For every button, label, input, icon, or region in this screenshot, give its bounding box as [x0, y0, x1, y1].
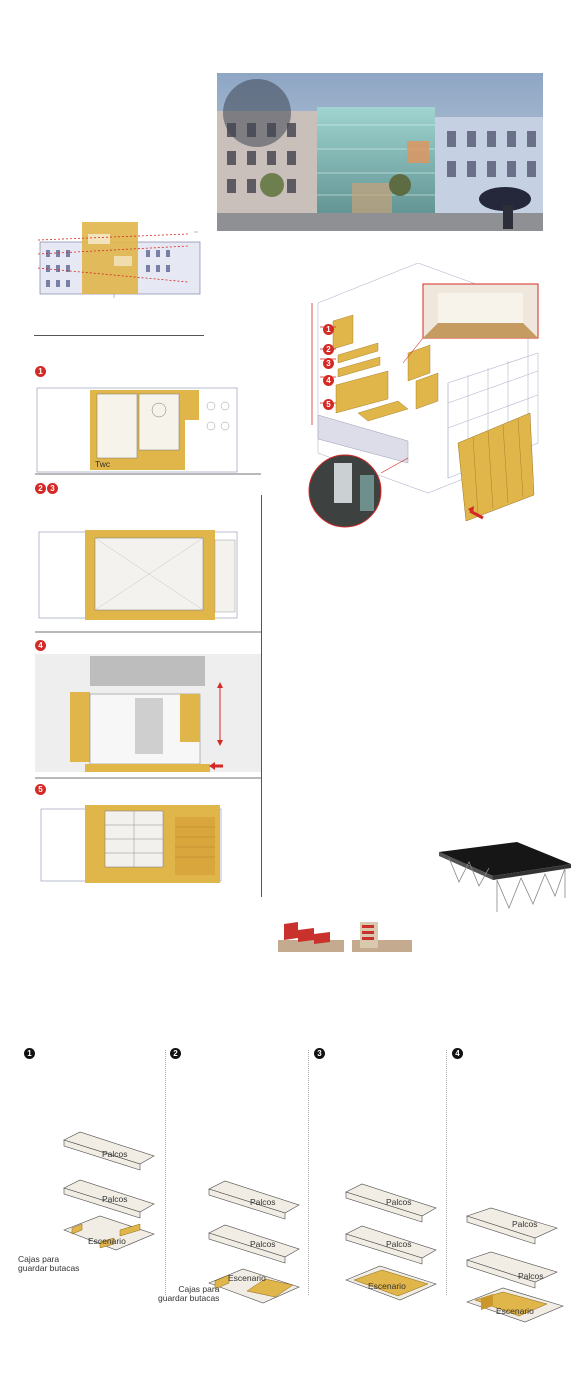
stage-platform-render — [435, 838, 575, 916]
plan-4-marker: 4 — [35, 640, 46, 651]
axonometric-section-drawing — [298, 263, 548, 528]
step-1-stage-label: Escenario — [88, 1236, 126, 1246]
seating-modules-render — [278, 916, 413, 954]
floor-plan-5 — [35, 797, 261, 887]
step-3-palcos-top-label: Palcos — [386, 1197, 412, 1207]
step-2-marker: 2 — [170, 1048, 181, 1059]
step-3-stage-label: Escenario — [368, 1281, 406, 1291]
section-marker-1: 1 — [323, 324, 334, 335]
svg-text:Palcos: Palcos — [386, 1197, 412, 1207]
svg-text:Escenario: Escenario — [228, 1273, 266, 1283]
step-1-palcos-top-label: Palcos — [102, 1149, 128, 1159]
step-1-marker: 1 — [24, 1048, 35, 1059]
svg-text:Escenario: Escenario — [368, 1281, 406, 1291]
step-1-diagram — [60, 1130, 166, 1260]
svg-text:Palcos: Palcos — [102, 1149, 128, 1159]
step-2-palcos-top-label: Palcos — [250, 1197, 276, 1207]
step-divider — [308, 1050, 309, 1295]
section-marker-4: 4 — [323, 375, 334, 386]
floor-plan-1: Twc — [35, 376, 261, 476]
step-divider — [446, 1050, 447, 1295]
svg-text:Escenario: Escenario — [88, 1236, 126, 1246]
divider-line — [34, 335, 204, 336]
vertical-separator — [261, 495, 262, 897]
svg-text:Palcos: Palcos — [512, 1219, 538, 1229]
section-marker-3: 3 — [323, 358, 334, 369]
step-4-diagram — [463, 1198, 573, 1328]
facade-elevation-diagram — [38, 220, 203, 298]
facade-render-image — [217, 73, 543, 231]
step-2-palcos-mid-label: Palcos — [250, 1239, 276, 1249]
plan-1-marker: 1 — [35, 366, 46, 377]
step-1-boxes-label: Cajas para guardar butacas — [18, 1254, 80, 1273]
step-3-diagram — [342, 1180, 442, 1312]
step-3-marker: 3 — [314, 1048, 325, 1059]
floor-plan-2-3 — [35, 520, 261, 635]
twc-label: Twc — [95, 459, 111, 469]
floor-plan-4 — [35, 654, 261, 784]
step-divider — [165, 1050, 166, 1295]
svg-text:Palcos: Palcos — [250, 1197, 276, 1207]
svg-text:Palcos: Palcos — [518, 1271, 544, 1281]
step-2-stage-label: Escenario — [228, 1273, 266, 1283]
step-1-palcos-mid-label: Palcos — [102, 1194, 128, 1204]
step-2-diagram — [205, 1175, 305, 1315]
step-4-palcos-top-label: Palcos — [512, 1219, 538, 1229]
plan-2-marker: 2 — [35, 483, 46, 494]
step-2-boxes-label: Cajas para guardar butacas — [158, 1284, 220, 1303]
svg-text:Palcos: Palcos — [102, 1194, 128, 1204]
plan-3-marker: 3 — [47, 483, 58, 494]
svg-text:Palcos: Palcos — [386, 1239, 412, 1249]
step-4-palcos-mid-label: Palcos — [518, 1271, 544, 1281]
step-3-palcos-mid-label: Palcos — [386, 1239, 412, 1249]
section-marker-2: 2 — [323, 344, 334, 355]
step-4-stage-label: Escenario — [496, 1306, 534, 1316]
step-4-marker: 4 — [452, 1048, 463, 1059]
svg-text:Palcos: Palcos — [250, 1239, 276, 1249]
plan-5-marker: 5 — [35, 784, 46, 795]
section-marker-5: 5 — [323, 399, 334, 410]
svg-text:Escenario: Escenario — [496, 1306, 534, 1316]
